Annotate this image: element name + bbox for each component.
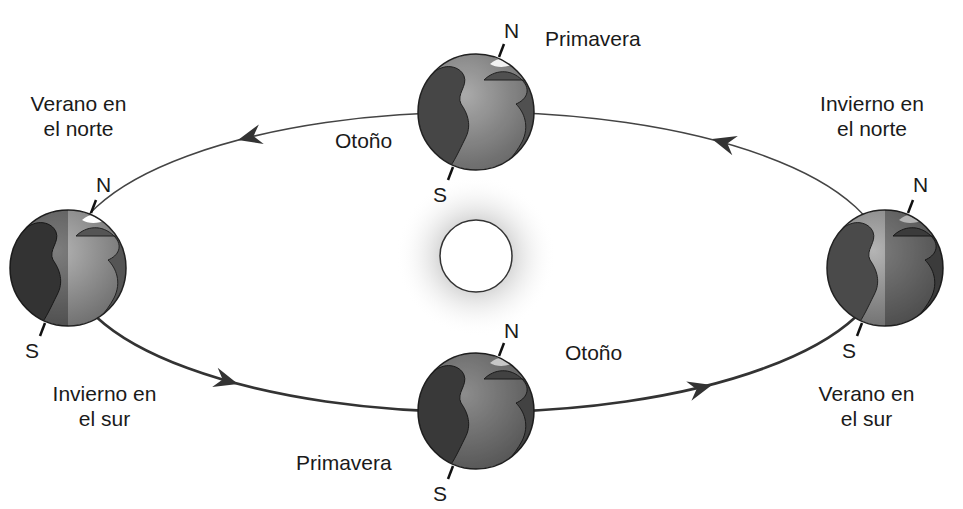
season-label: Primavera xyxy=(296,450,392,475)
season-label: Otoño xyxy=(565,340,622,365)
pole-label: N xyxy=(96,172,111,197)
season-label: Invierno en el norte xyxy=(816,91,928,141)
pole-label: N xyxy=(504,318,519,343)
pole-label: S xyxy=(433,182,447,207)
season-label: Primavera xyxy=(545,26,641,51)
sun-glow xyxy=(396,176,556,336)
pole-label: S xyxy=(842,338,856,363)
pole-label: N xyxy=(913,172,928,197)
season-label: Otoño xyxy=(335,128,392,153)
earth xyxy=(825,200,947,336)
season-label: Invierno en el sur xyxy=(48,381,161,431)
sun xyxy=(440,220,512,292)
pole-label: S xyxy=(25,338,39,363)
season-label: Verano en el norte xyxy=(27,91,130,141)
earth xyxy=(416,343,538,479)
pole-label: S xyxy=(433,481,447,506)
pole-label: N xyxy=(504,18,519,43)
season-label: Verano en el sur xyxy=(816,381,917,431)
earth xyxy=(8,200,130,336)
earth xyxy=(416,44,538,180)
